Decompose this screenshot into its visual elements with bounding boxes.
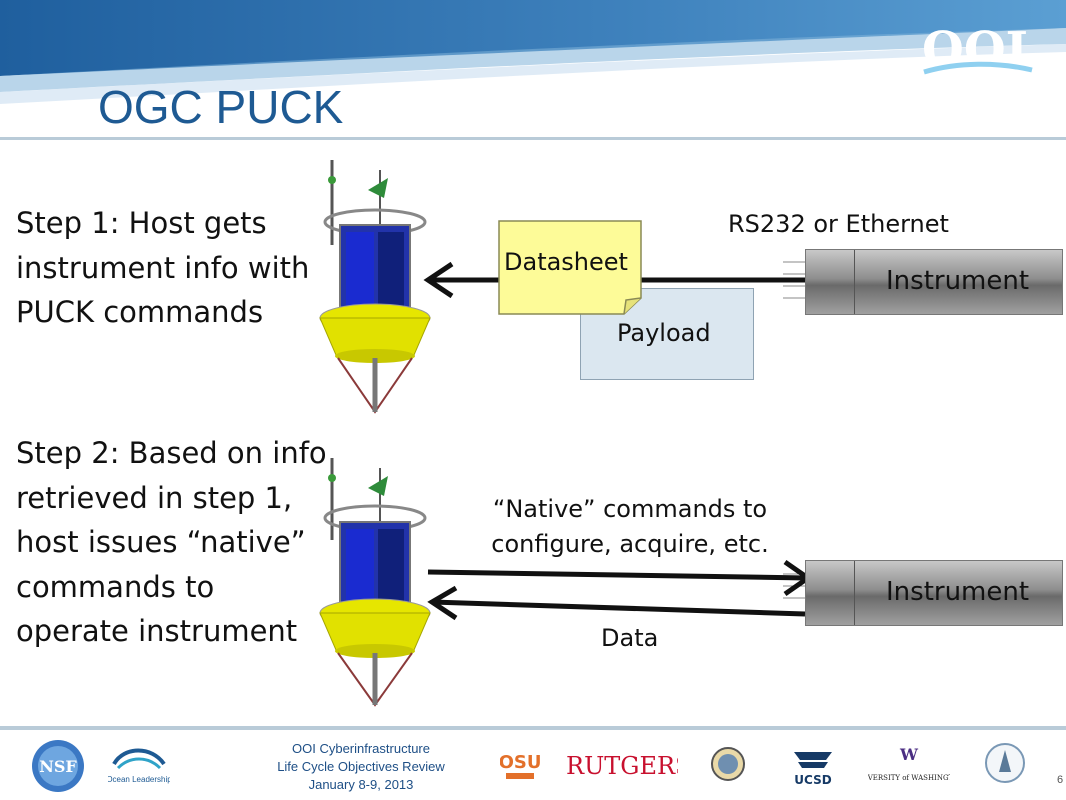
svg-text:Ocean Leadership: Ocean Leadership (108, 775, 170, 784)
footer-line-2: Life Cycle Objectives Review (277, 759, 445, 774)
buoy-illustration-2 (319, 458, 431, 707)
title-divider (0, 137, 1066, 140)
datasheet-note: Datasheet (498, 220, 642, 315)
svg-text:RUTGERS: RUTGERS (566, 752, 678, 780)
svg-text:UCSD: UCSD (794, 773, 831, 787)
ocean-leadership-logo: Ocean Leadership (108, 748, 170, 784)
data-label: Data (601, 624, 659, 652)
ucsd-logo: UCSD (794, 752, 832, 787)
buoy-illustration-1 (319, 160, 431, 414)
footer-text: OOI Cyberinfrastructure Life Cycle Objec… (235, 740, 487, 794)
instrument-box-1: Instrument (805, 249, 1063, 315)
svg-text:W: W (899, 745, 919, 764)
university-of-washington-logo: W UNIVERSITY of WASHINGTON (868, 745, 950, 782)
header-banner (0, 0, 1066, 104)
data-arrow (427, 585, 806, 621)
footer-line-3: January 8-9, 2013 (308, 777, 414, 792)
osu-logo: OSU (500, 752, 540, 779)
instrument-label: Instrument (886, 577, 1030, 607)
instrument-box-2: Instrument (805, 560, 1063, 626)
step-1-text: Step 1: Host gets instrument info with P… (16, 206, 310, 329)
svg-text:OSU: OSU (500, 752, 540, 773)
footer-divider (0, 726, 1066, 730)
ooi-logo: OOI (922, 22, 1033, 78)
page-title: OGC PUCK (98, 81, 344, 133)
nsf-logo: NSF (32, 740, 84, 792)
scripps-seal-logo (985, 743, 1025, 783)
step-2-text: Step 2: Based on info retrieved in step … (16, 436, 327, 648)
instrument-label: Instrument (886, 266, 1030, 296)
woods-hole-seal-logo (711, 747, 745, 781)
datasheet-label: Datasheet (504, 248, 628, 276)
datasheet-shape (498, 220, 642, 315)
svg-text:NSF: NSF (39, 757, 77, 776)
payload-label: Payload (617, 319, 711, 347)
page-number: 6 (1057, 774, 1064, 786)
native-commands-label: “Native” commands to configure, acquire,… (491, 495, 769, 558)
footer-line-1: OOI Cyberinfrastructure (292, 741, 430, 756)
svg-text:UNIVERSITY of WASHINGTON: UNIVERSITY of WASHINGTON (868, 774, 950, 782)
rutgers-logo: RUTGERS (566, 752, 678, 780)
native-commands-arrow (427, 559, 813, 597)
connection-label: RS232 or Ethernet (728, 210, 949, 238)
